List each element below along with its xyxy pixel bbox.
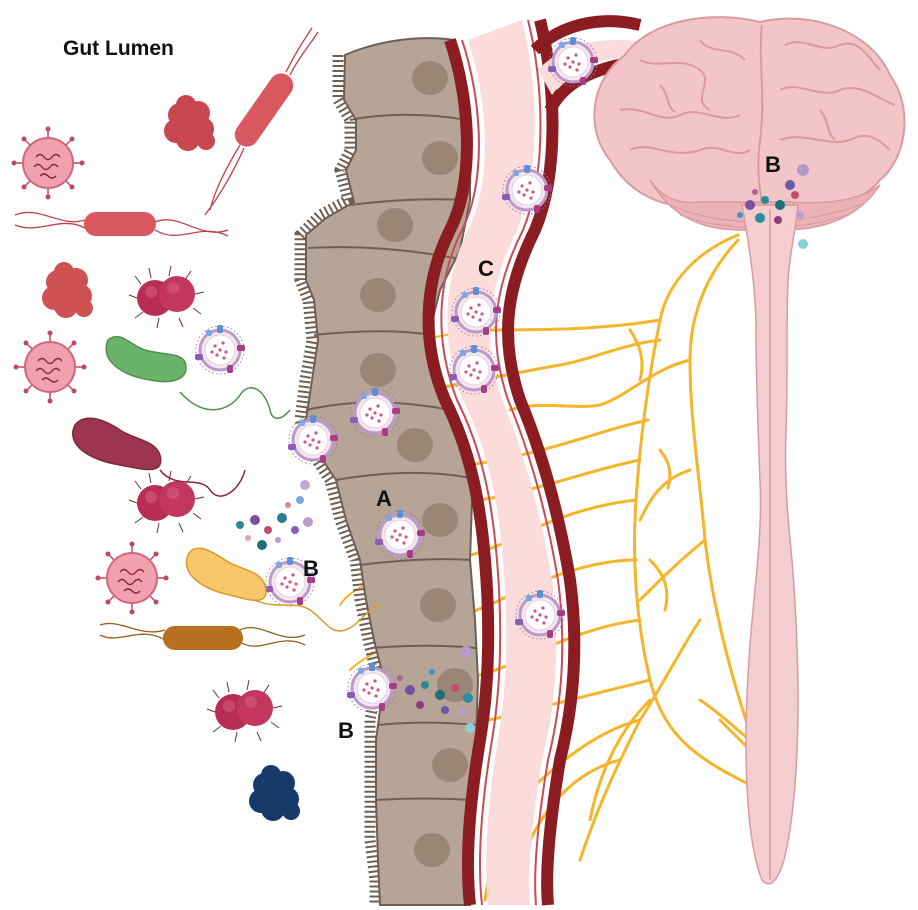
metabolite-cluster-lumen xyxy=(236,480,313,550)
rod-bacterium-icon xyxy=(73,418,245,496)
rod-bacterium-icon xyxy=(106,337,290,419)
label-b-epithelium: B xyxy=(338,718,354,743)
label-c: C xyxy=(478,256,494,281)
intestinal-epithelium xyxy=(300,38,478,905)
label-b-lumen: B xyxy=(303,556,319,581)
gut-lumen-label: Gut Lumen xyxy=(63,37,174,60)
coccus-cluster-icon xyxy=(249,765,300,821)
vesicle-icon xyxy=(195,325,245,374)
diplococcus-icon xyxy=(129,266,204,328)
label-a: A xyxy=(376,486,392,511)
virus-icon xyxy=(12,127,85,200)
diplococcus-icon xyxy=(129,471,204,533)
rod-bacterium-icon xyxy=(205,28,318,215)
virus-icon xyxy=(14,331,87,404)
rod-bacterium-icon xyxy=(100,623,305,650)
coccus-cluster-icon xyxy=(164,95,215,151)
spinal-cord xyxy=(742,205,798,884)
virus-icon xyxy=(96,542,169,615)
brain xyxy=(594,17,904,230)
coccus-cluster-icon xyxy=(42,262,93,318)
rod-bacterium-icon xyxy=(15,212,228,236)
diplococcus-icon xyxy=(207,680,282,742)
label-b-brain: B xyxy=(765,152,781,177)
